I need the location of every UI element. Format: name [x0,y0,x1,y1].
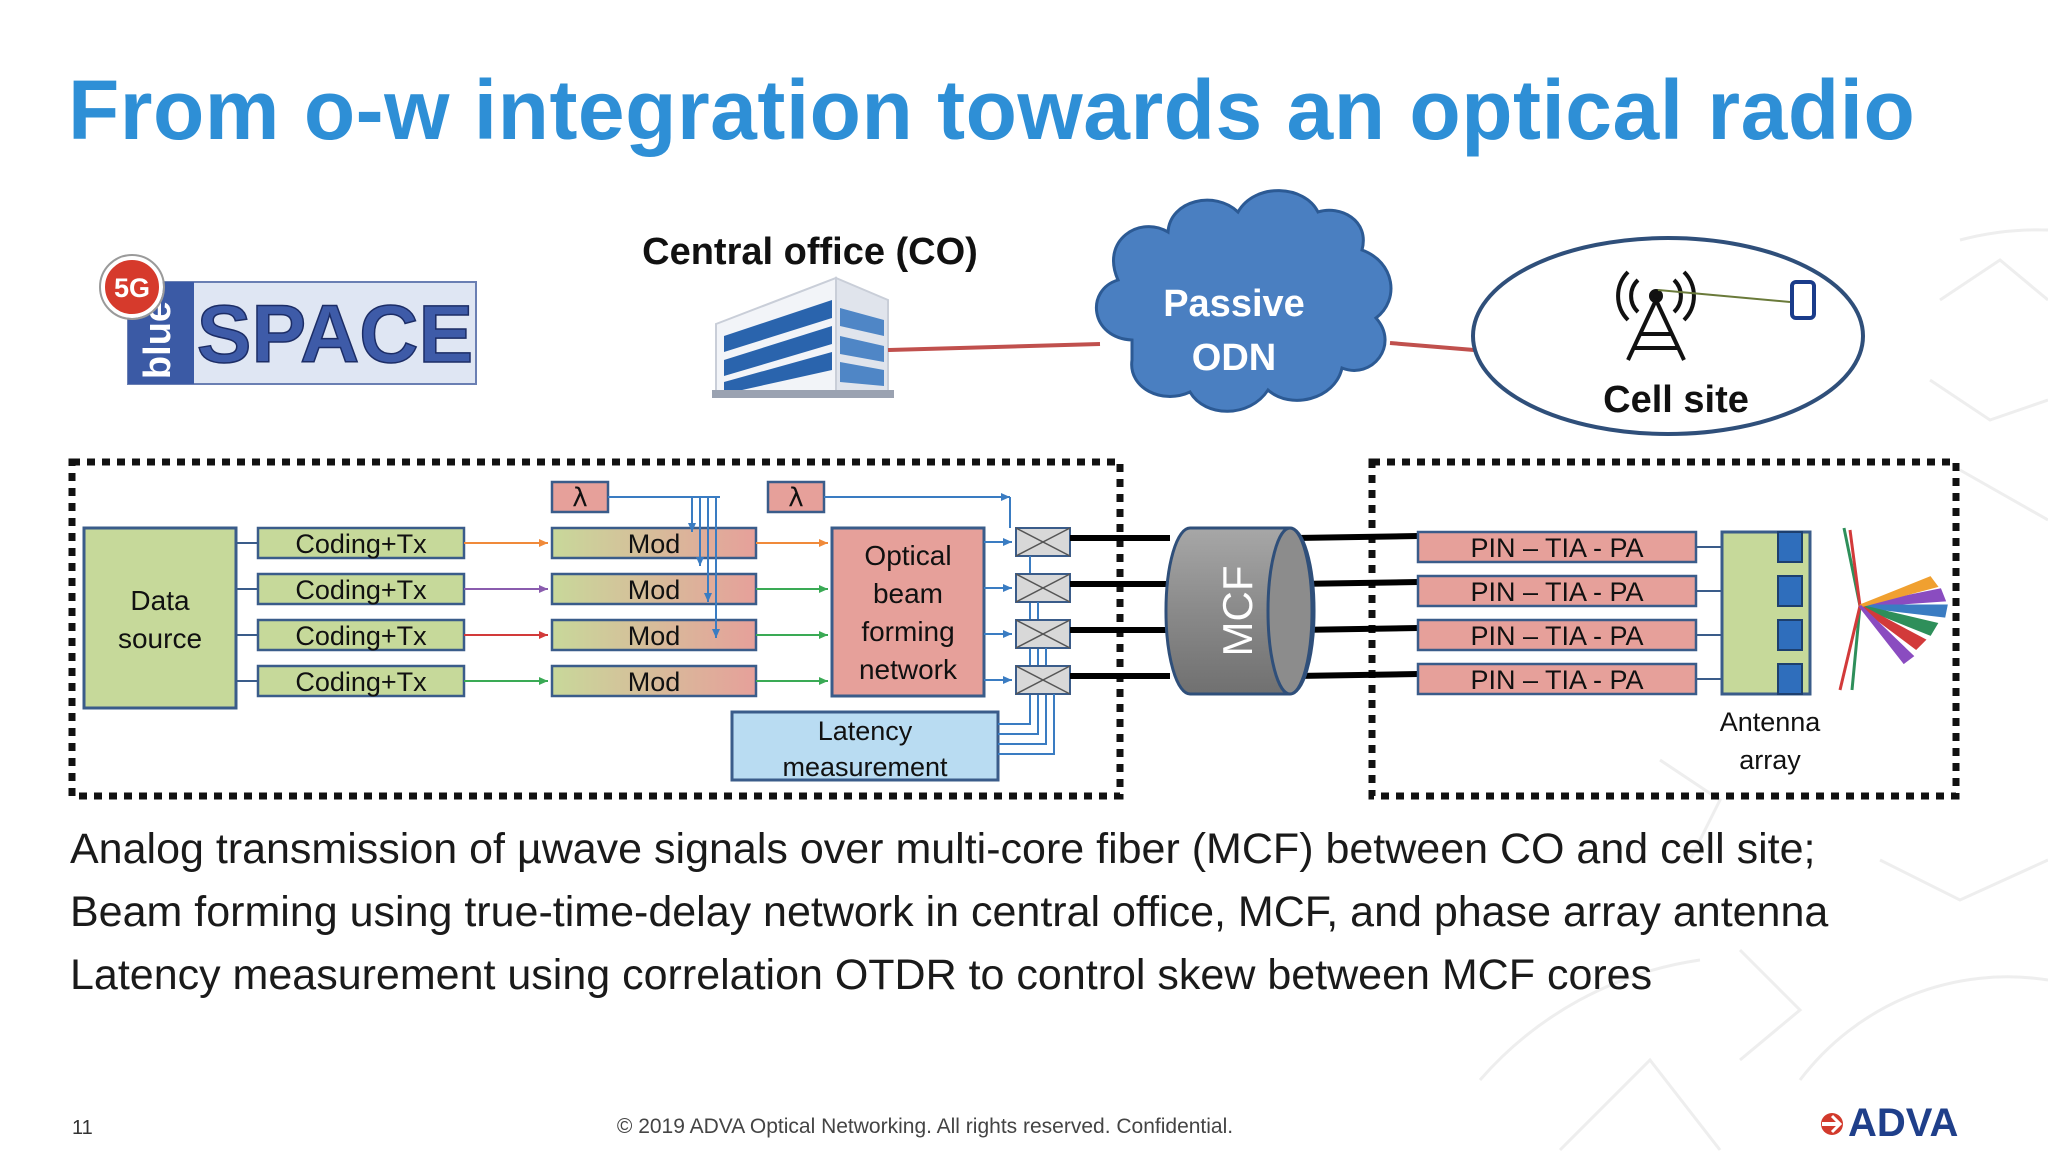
logo-space-text: SPACE [197,289,473,380]
cell-tower-icon [1616,270,1696,361]
latency-tap-line [998,694,1055,755]
antenna-label-line2: array [1739,745,1801,775]
mod-box [550,572,758,606]
mod-label: Mod [628,621,681,651]
coding-tx-box [256,664,466,698]
bullet-item-3: Latency measurement using correlation OT… [70,951,1653,999]
mcf-fiber-cores [984,497,1419,755]
fiber-core-out [1295,671,1419,679]
adva-mark-icon [1821,1113,1843,1135]
coupler-icon [1015,527,1071,557]
mod-label: Mod [628,575,681,605]
beam-forming-block: Optical beam forming network [830,526,986,698]
pin-tia-pa-label: PIN – TIA - PA [1470,665,1643,695]
pin-tia-pa-row-2: PIN – TIA - PA [1416,574,1722,608]
pin-tia-pa-label: PIN – TIA - PA [1470,533,1643,563]
co-row-3: Coding+Tx Mod [236,618,828,652]
mod-box [550,664,758,698]
pin-tia-pa-row-1: PIN – TIA - PA [1416,530,1722,564]
bullet-list: Analog transmission of µwave signals ove… [70,818,1990,1007]
coding-tx-label: Coding+Tx [295,529,427,559]
phone-icon [1790,280,1816,320]
cloud-label-line1: Passive [1163,283,1305,325]
beam-fan-icon [1838,527,1948,691]
latency-label-line1: Latency [818,716,913,746]
lambda-label-1: λ [572,483,587,513]
cell-site-label: Cell site [1603,379,1749,421]
beam-label-line2: beam [873,578,943,609]
beam-label-line1: Optical [864,540,951,571]
fiber-core-out [1295,579,1419,587]
co-row-4: Coding+Tx Mod [236,664,828,698]
antenna-array: Antenna array [1720,530,1822,775]
coupler-icon [1015,573,1071,603]
lambda-source-1: λ [550,480,610,514]
lambda-distribution-lines [608,493,1010,638]
central-office-label: Central office (CO) [642,231,978,273]
mcf-label: MCF [1214,566,1261,657]
page-number: 11 [72,1117,93,1139]
lambda-label-2: λ [788,483,803,513]
copyright-notice: © 2019 ADVA Optical Networking. All righ… [616,1115,1234,1138]
mcf-cylinder: MCF [1164,526,1316,696]
pin-tia-pa-label: PIN – TIA - PA [1470,621,1643,651]
coding-tx-label: Coding+Tx [295,667,427,697]
fiber-core-out [1295,533,1419,541]
cell-signal-chain: PIN – TIA - PA PIN – TIA - PA PIN – TIA - … [1416,530,1722,696]
data-source-label-line2: source [118,623,202,654]
beam-label-line3: forming [861,616,954,647]
bullet-item-2: Beam forming using true-time-delay netwo… [70,888,1829,936]
pin-tia-pa-box [1416,618,1698,652]
building-icon [712,276,894,398]
coupler-icon [1015,665,1071,695]
mod-label: Mod [628,667,681,697]
cloud-label-line2: ODN [1192,337,1276,379]
co-row-2: Coding+Tx Mod [236,572,828,606]
pin-tia-pa-row-3: PIN – TIA - PA [1416,618,1722,652]
fiber-core-out [1295,625,1419,633]
coding-tx-box [256,618,466,652]
latency-label-line2: measurement [782,752,948,782]
pin-tia-pa-row-4: PIN – TIA - PA [1416,662,1722,696]
passive-odn-cloud: Passive ODN [1094,189,1393,413]
coding-tx-label: Coding+Tx [295,621,427,651]
slide-title: From o-w integration towards an optical … [68,63,1916,157]
beam-label-line4: network [859,654,958,685]
coupler-icon [1015,619,1071,649]
pin-tia-pa-box [1416,662,1698,696]
pin-tia-pa-box [1416,530,1698,564]
mod-box [550,618,758,652]
antenna-label-line1: Antenna [1720,707,1822,737]
cell-site: Cell site [1471,236,1865,436]
data-source-label-line1: Data [130,585,190,616]
adva-logo: ADVA [1821,1101,1958,1142]
pin-tia-pa-label: PIN – TIA - PA [1470,577,1643,607]
co-row-1: Coding+Tx Mod [236,526,828,560]
bullet-item-1: Analog transmission of µwave signals ove… [70,825,1816,873]
data-source-block: Data source [82,526,238,710]
adva-logo-text: ADVA [1848,1101,1958,1142]
coding-tx-label: Coding+Tx [295,575,427,605]
logo-5g-badge: 5G [114,273,150,303]
mod-label: Mod [628,529,681,559]
coding-tx-box [256,572,466,606]
bluespace-logo: blue SPACE 5G [99,254,477,385]
latency-tap-line [998,556,1031,725]
latency-measurement-block: Latency measurement [730,710,1000,782]
lambda-source-2: λ [766,480,826,514]
